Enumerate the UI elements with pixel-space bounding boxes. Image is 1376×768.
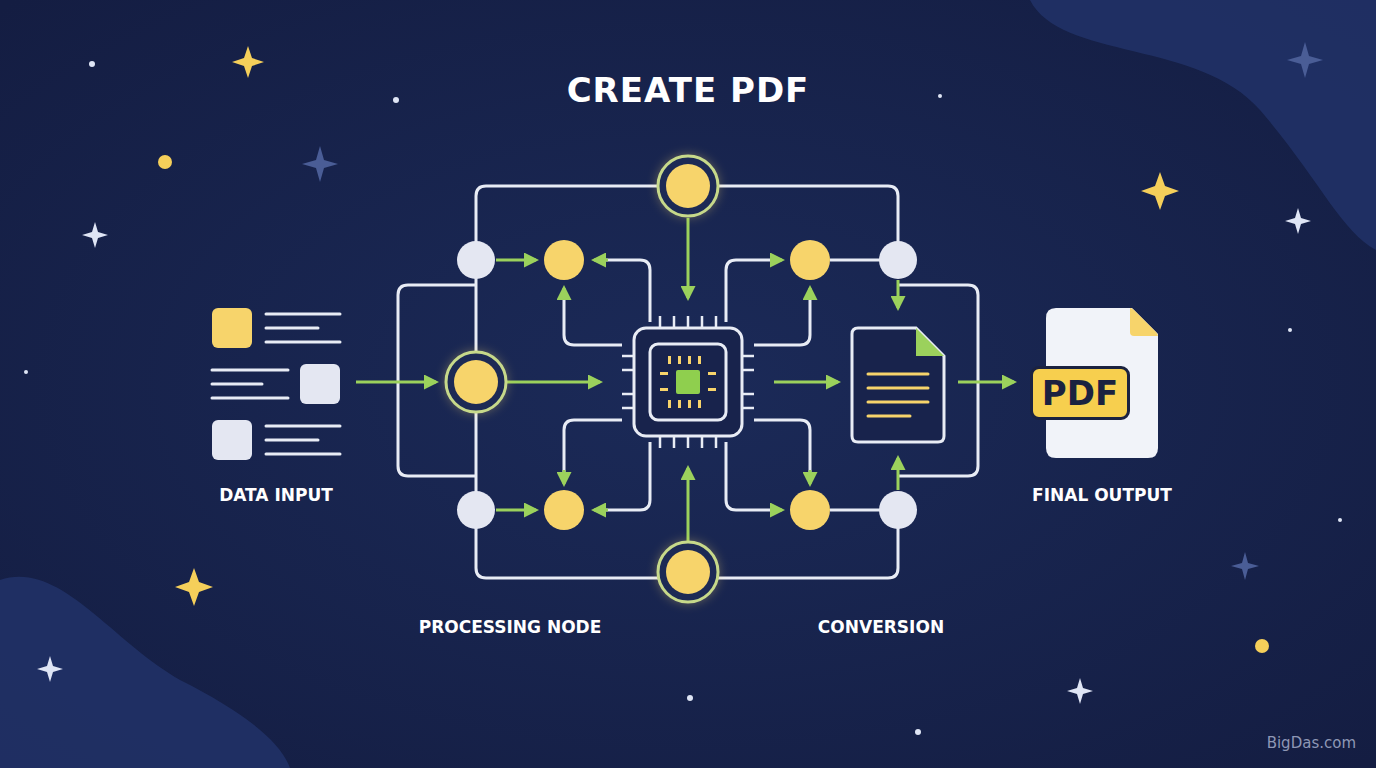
pdf-file-node: PDFFINAL OUTPUT [1030, 308, 1170, 460]
section-label: DATA INPUT [136, 485, 416, 505]
diagram-title: CREATE PDF [388, 70, 988, 110]
section-label: PROCESSING NODE [370, 617, 650, 637]
file-type-badge: PDF [1030, 366, 1130, 420]
file-fold [1130, 308, 1158, 336]
watermark: BigDas.com [1176, 734, 1356, 752]
node-heading: FINAL OUTPUT [972, 485, 1232, 505]
section-label: CONVERSION [741, 617, 1021, 637]
